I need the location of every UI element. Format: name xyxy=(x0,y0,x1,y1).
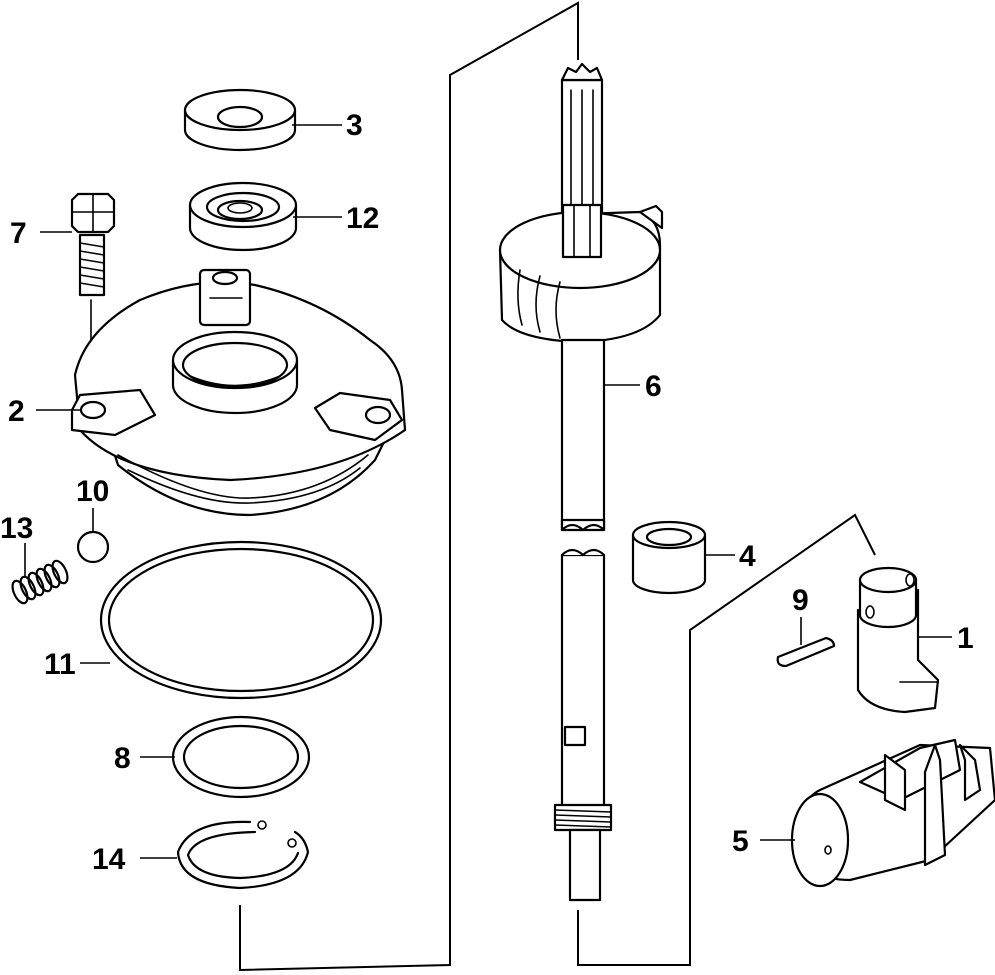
part-6-shaft[interactable] xyxy=(498,62,664,902)
callout-7: 7 xyxy=(10,217,27,250)
callout-1: 1 xyxy=(957,622,974,655)
callout-5: 5 xyxy=(732,825,749,858)
part-14-clip[interactable] xyxy=(176,820,310,890)
callout-2: 2 xyxy=(8,395,25,428)
part-2-housing[interactable] xyxy=(70,268,407,517)
callout-4: 4 xyxy=(739,540,756,573)
assembly-frame xyxy=(239,1,876,972)
callout-11: 11 xyxy=(44,648,76,681)
part-4-bushing[interactable] xyxy=(631,520,707,595)
callout-9: 9 xyxy=(792,584,809,617)
callout-3: 3 xyxy=(346,109,363,142)
part-1-coupling[interactable] xyxy=(856,566,940,714)
callouts: 3 12 7 2 10 13 11 8 14 6 4 9 1 5 xyxy=(0,109,974,876)
part-8-ring[interactable] xyxy=(171,715,311,799)
leader-lines xyxy=(36,124,952,859)
part-10-ball[interactable] xyxy=(76,508,110,564)
part-5-clutch-dog[interactable] xyxy=(790,738,995,888)
part-9-pin[interactable] xyxy=(776,617,836,668)
callout-13: 13 xyxy=(0,512,33,545)
callout-8: 8 xyxy=(114,742,131,775)
part-3-washer[interactable] xyxy=(183,88,297,152)
callout-12: 12 xyxy=(346,202,379,235)
callout-6: 6 xyxy=(645,370,662,403)
part-11-o-ring[interactable] xyxy=(99,540,383,700)
part-7-bolt[interactable] xyxy=(70,192,116,396)
part-12-seal[interactable] xyxy=(188,181,298,252)
callout-10: 10 xyxy=(76,475,109,508)
part-13-spring[interactable] xyxy=(9,543,70,605)
callout-14: 14 xyxy=(92,843,126,876)
